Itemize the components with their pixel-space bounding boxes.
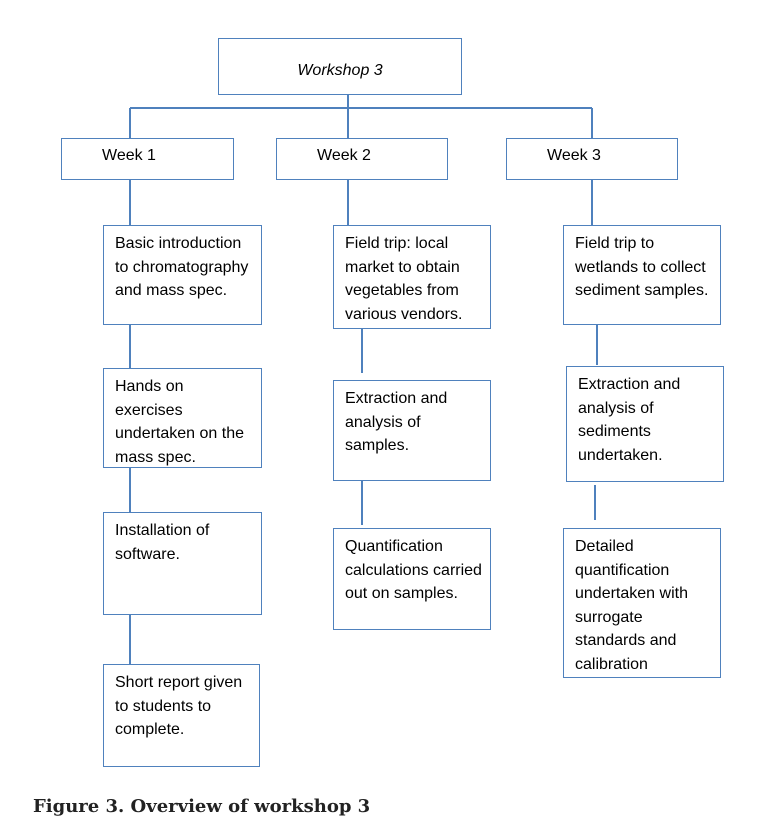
week-3-step-1: Field trip to wetlands to collect sedime… (575, 235, 709, 299)
week-1-step-3: Installation of software. (115, 522, 210, 563)
week-1-label: Week 1 (102, 147, 156, 164)
week-3-step-1-box: Field trip to wetlands to collect sedime… (563, 225, 721, 325)
week-2-step-3-box: Quantification calculations carried out … (333, 528, 491, 630)
week-3-step-3-box: Detailed quantification undertaken with … (563, 528, 721, 678)
week-1-step-4-box: Short report given to students to comple… (103, 664, 260, 767)
week-1-step-1-box: Basic introduction to chromatography and… (103, 225, 262, 325)
week-1-box: Week 1 (61, 138, 234, 180)
week-2-step-1-box: Field trip: local market to obtain veget… (333, 225, 491, 329)
week-1-step-2: Hands on exercises undertaken on the mas… (115, 378, 244, 466)
workshop-title-box: Workshop 3 (218, 38, 462, 95)
workshop-title: Workshop 3 (297, 62, 383, 79)
week-2-step-2: Extraction and analysis of samples. (345, 390, 448, 454)
week-2-step-1: Field trip: local market to obtain veget… (345, 235, 463, 323)
week-3-step-2-box: Extraction and analysis of sediments und… (566, 366, 724, 482)
week-1-step-4: Short report given to students to comple… (115, 674, 243, 738)
week-3-box: Week 3 (506, 138, 678, 180)
week-2-box: Week 2 (276, 138, 448, 180)
figure-caption: Figure 3. Overview of workshop 3 (33, 796, 371, 817)
week-2-label: Week 2 (317, 147, 371, 164)
week-1-step-2-box: Hands on exercises undertaken on the mas… (103, 368, 262, 468)
week-3-step-3: Detailed quantification undertaken with … (575, 538, 688, 673)
week-1-step-1: Basic introduction to chromatography and… (115, 235, 249, 299)
week-3-label: Week 3 (547, 147, 601, 164)
week-2-step-3: Quantification calculations carried out … (345, 538, 482, 602)
week-3-step-2: Extraction and analysis of sediments und… (578, 376, 681, 464)
week-2-step-2-box: Extraction and analysis of samples. (333, 380, 491, 481)
week-1-step-3-box: Installation of software. (103, 512, 262, 615)
